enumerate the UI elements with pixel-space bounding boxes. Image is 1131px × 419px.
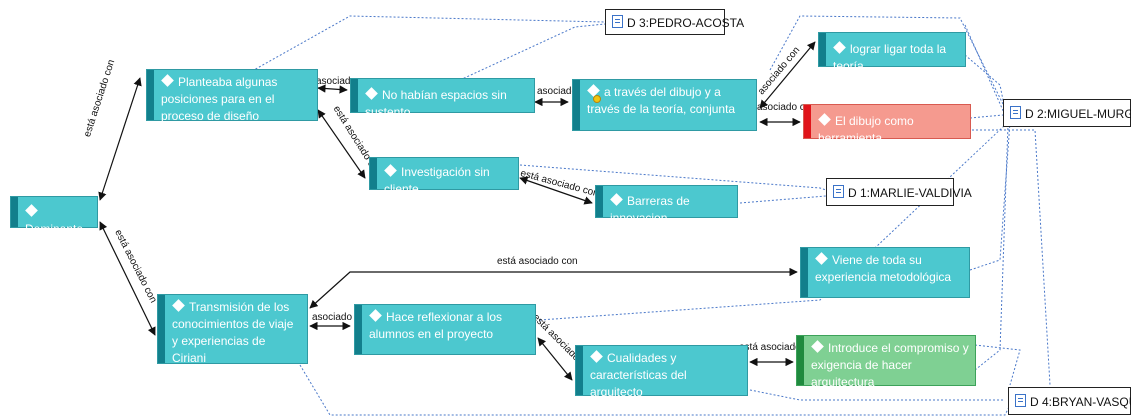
code-diamond-icon [833,41,846,54]
code-diamond-icon [369,309,382,322]
code-node-investigacion[interactable]: Investigación sin cliente [369,157,519,196]
relation-label: asociado [316,76,357,87]
code-diamond-icon [610,193,623,206]
code-node-a-traves[interactable]: a través del dibujo y a través de la teo… [572,79,757,131]
doc-link [539,124,1006,321]
document-node-d3[interactable]: D 3:PEDRO-ACOSTA [605,9,744,35]
doc-link [969,114,1004,119]
document-label: D 4:BRYAN-VASQUEZ [1030,395,1131,409]
code-diamond-icon [365,87,378,100]
code-node-introduce[interactable]: Introduce el compromiso y exigencia de h… [796,335,976,389]
code-diamond-icon [811,340,824,353]
code-label: lograr ligar toda la teoría, [833,42,947,73]
relation-label: asociado [537,86,578,97]
code-node-dominante[interactable]: Dominante [10,196,98,236]
doc-link [769,15,1006,109]
code-node-no-habian[interactable]: No habían espacios sin sustento [350,78,535,119]
document-icon [1010,106,1021,119]
doc-link [960,129,1051,386]
rel-link [537,337,573,381]
document-node-d4[interactable]: D 4:BRYAN-VASQUEZ [1008,387,1131,415]
code-diamond-icon [172,299,185,312]
code-diamond-icon [25,204,38,217]
document-icon [1015,394,1026,407]
doc-link [739,195,827,204]
code-label: No habían espacios sin sustento [365,88,507,119]
code-label: Hace reflexionar a los alumnos en el pro… [369,310,503,341]
relation-label: asociado c [312,312,360,323]
document-links [244,15,1051,416]
relation-links [98,41,816,381]
doc-link [969,121,1011,271]
code-node-viene[interactable]: Viene de toda su experiencia metodológic… [800,247,970,298]
code-label: Barreras de innovacion [610,194,690,225]
code-diamond-icon [384,164,397,177]
code-diamond-icon [161,74,174,87]
doc-link [519,164,827,191]
code-node-barreras[interactable]: Barreras de innovacion [595,185,738,225]
code-node-cualidades[interactable]: Cualidades y características del arquite… [575,345,748,399]
code-label: Viene de toda su experiencia metodológic… [815,253,952,284]
relation-label: está asociado con [497,256,578,267]
relation-label: está asociado [739,342,801,353]
rel-link [519,176,593,205]
document-label: D 1:MARLIE-VALDIVIA [848,186,972,200]
comment-icon [593,95,601,103]
rel-link [317,109,366,179]
doc-link [964,54,1006,111]
doc-link [974,344,1021,386]
document-node-d1[interactable]: D 1:MARLIE-VALDIVIA [826,178,972,206]
code-label: a través del dibujo y a través de la teo… [587,85,736,116]
doc-link [749,389,1005,401]
code-diamond-icon [590,350,603,363]
code-label: Cualidades y características del arquite… [590,351,687,399]
rel-link [99,221,156,336]
doc-link [974,124,1009,371]
document-label: D 3:PEDRO-ACOSTA [627,16,745,30]
code-node-transmision[interactable]: Transmisión de los conocimientos de viaj… [157,294,308,365]
code-diamond-icon [815,252,828,265]
rel-link [759,41,816,109]
document-node-d2[interactable]: D 2:MIGUEL-MURGUIA [1003,99,1131,127]
relation-label: asociado c [757,102,805,113]
rel-link [317,84,348,94]
rel-link [98,77,142,201]
code-label: El dibujo como herramienta [818,114,914,145]
code-node-lograr[interactable]: lograr ligar toda la teoría, [818,32,966,73]
code-node-planteaba[interactable]: Planteaba algunas posiciones para en el … [146,69,318,123]
doc-link [299,364,1011,416]
code-label: Investigación sin cliente [384,165,490,196]
document-label: D 2:MIGUEL-MURGUIA [1025,107,1131,121]
code-label: Transmisión de los conocimientos de viaj… [172,300,294,365]
doc-link [459,23,606,81]
document-icon [833,185,844,198]
code-label: Introduce el compromiso y exigencia de h… [811,341,969,389]
doc-link [964,24,1006,116]
code-label: Dominante [25,222,84,236]
code-diamond-icon [818,113,831,126]
doc-link [244,15,606,76]
code-label: Planteaba algunas posiciones para en el … [161,75,278,123]
document-icon [612,15,623,28]
code-node-dibujo[interactable]: El dibujo como herramienta [803,104,971,145]
code-node-hace[interactable]: Hace reflexionar a los alumnos en el pro… [354,304,536,355]
rel-link [309,267,798,309]
